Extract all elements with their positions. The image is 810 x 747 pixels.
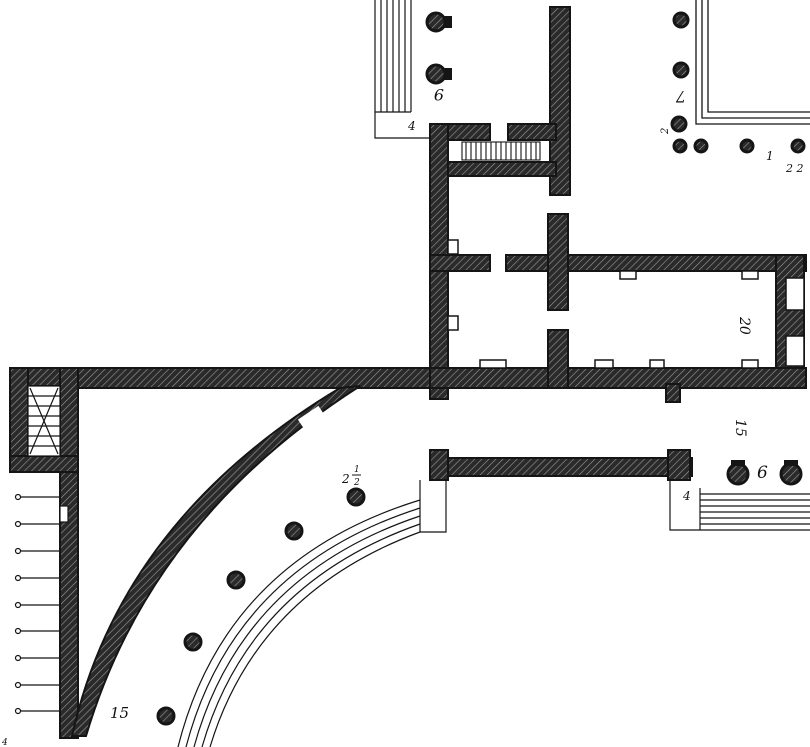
label-4-right: 4 [682,489,691,503]
curved-wall [70,385,361,737]
column [670,115,688,133]
column [425,11,452,33]
label-6-right: 6 [757,463,768,483]
upper-right-court [695,0,810,125]
label-15-left: 15 [110,704,129,722]
column [693,138,709,154]
curved-steps [177,480,447,747]
column [672,138,688,154]
column [672,61,690,79]
label-4-top: 4 [407,119,416,133]
label-2-half-whole: 2 [341,472,350,486]
column [779,460,803,486]
column [790,138,806,154]
corner-stair [27,385,61,457]
railing-posts [14,493,69,715]
label-1-top: 1 [766,149,774,163]
column [726,460,750,486]
column [226,570,246,590]
pilasters [447,239,805,369]
label-15-right: 15 [732,419,748,437]
corner-mark: 4 [1,738,8,747]
column [672,11,690,29]
columns [156,11,806,726]
label-9-top: 9 [434,85,444,104]
inner-stair-steps [461,141,541,161]
column [739,138,755,154]
column [284,521,304,541]
lower-right-steps [669,480,810,531]
label-2-half-den: 2 [353,478,360,488]
label-2-2-top: 2 2 [785,162,804,175]
hall-pier [665,383,681,403]
label-20: 20 [736,316,752,335]
label-2-top: 2 [660,128,671,135]
label-2-half-num: 1 [354,465,360,475]
label-2-half: 2 1 2 [341,465,361,488]
column [425,63,452,85]
label-7-top: 7 [675,87,686,106]
upper-stair-steps [374,0,432,139]
column [346,487,366,507]
column [183,632,203,652]
column [156,706,176,726]
